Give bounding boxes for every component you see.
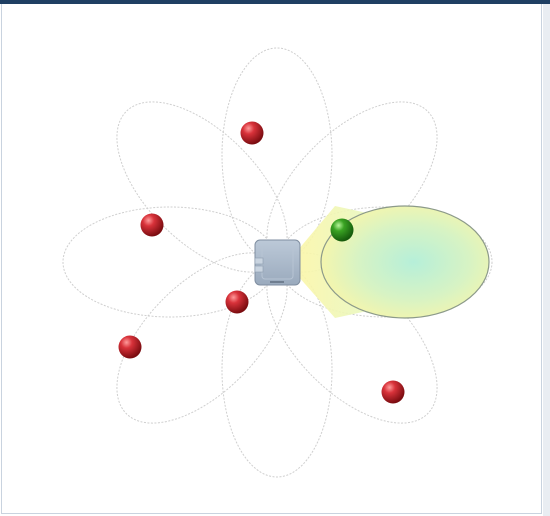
top-bar	[0, 0, 550, 4]
antenna-icon	[254, 239, 301, 286]
petal-south	[221, 262, 333, 478]
user-red-top	[240, 121, 264, 145]
users	[118, 121, 405, 404]
active-beam	[298, 205, 490, 319]
beam-lobe-icon	[320, 205, 490, 319]
user-green-served	[330, 218, 354, 242]
user-red-lower-right	[381, 380, 405, 404]
right-edge-strip	[543, 4, 550, 516]
user-red-center	[225, 290, 249, 314]
petal-southwest	[116, 252, 288, 424]
user-red-left	[140, 213, 164, 237]
user-red-lower-left	[118, 335, 142, 359]
diagram-frame	[1, 4, 542, 514]
